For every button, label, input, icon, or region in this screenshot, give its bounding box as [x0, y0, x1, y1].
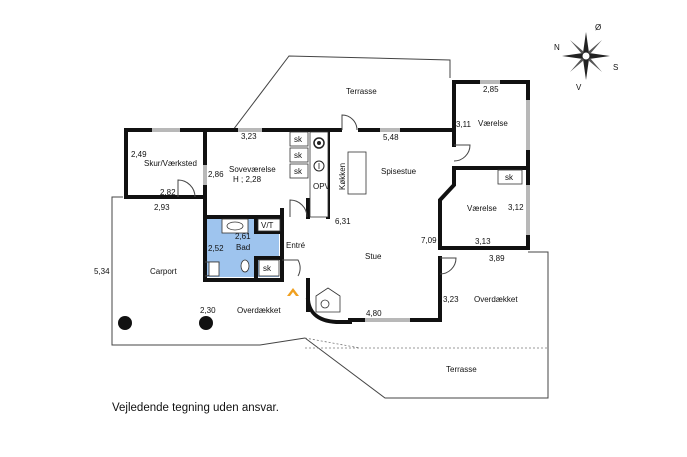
dimension-label: 2,61 [235, 232, 251, 241]
dimension-label: 7,09 [421, 236, 437, 245]
room-label-vaerelse-1: Værelse [478, 119, 508, 128]
dimension-label: 4,80 [366, 309, 382, 318]
room-label-skur: Skur/Værksted [144, 159, 197, 168]
dimension-label: 3,89 [489, 254, 505, 263]
toilet-icon [240, 259, 250, 273]
wood-stove-icon [315, 287, 341, 313]
dimension-label: 2,82 [160, 188, 176, 197]
dimension-label: 3,13 [475, 237, 491, 246]
fixture-label-opv: OPV [313, 182, 331, 191]
dimension-label: 3,12 [508, 203, 524, 212]
compass-east-label: S [613, 63, 618, 72]
room-label-entre: Entré [286, 241, 306, 250]
room-label-terrasse-bottom: Terrasse [446, 365, 477, 374]
room-label-carport: Carport [150, 267, 177, 276]
doors [177, 114, 471, 277]
dimension-label: 3,11 [456, 120, 472, 129]
fixture-label-sk: sk [263, 264, 272, 273]
fixture-label-sk: sk [294, 167, 303, 176]
room-label-overdaekket-left: Overdækket [237, 306, 281, 315]
dimension-label: 2,52 [208, 244, 224, 253]
dimension-label: 2,85 [483, 85, 499, 94]
entrance-arrow-icon [287, 288, 299, 296]
dimension-label: 5,48 [383, 133, 399, 142]
compass-west-label: N [554, 43, 560, 52]
compass-north-label: Ø [595, 23, 601, 32]
room-label-stue: Stue [365, 252, 382, 261]
walls [124, 80, 530, 324]
site-outlines [111, 55, 549, 399]
dimension-label: 6,31 [335, 217, 351, 226]
fixture-label-sk: sk [505, 173, 514, 182]
room-label-overdaekket-right: Overdækket [474, 295, 518, 304]
room-label-sovevaerelse-height: H ; 2,28 [233, 175, 262, 184]
room-label-sovevaerelse: Soveværelse [229, 165, 276, 174]
bathroom-fixtures [208, 218, 281, 277]
compass-rose-icon [562, 32, 610, 80]
room-label-vaerelse-2: Værelse [467, 204, 497, 213]
dimension-label: 2,49 [131, 150, 147, 159]
disclaimer-caption: Vejledende tegning uden ansvar. [112, 402, 279, 414]
room-label-bad: Bad [236, 243, 250, 252]
room-label-spisestue: Spisestue [381, 167, 417, 176]
washbasin-icon [226, 221, 244, 231]
dimension-label: 5,34 [94, 267, 110, 276]
dimension-label: 3,23 [443, 295, 459, 304]
dimension-label: 2,93 [154, 203, 170, 212]
compass-south-label: V [576, 83, 582, 92]
fixture-label-sk: sk [294, 151, 303, 160]
dimension-label: 2,30 [200, 306, 216, 315]
fixture-label-vt: V/T [261, 221, 274, 230]
room-label-terrasse-top: Terrasse [346, 87, 377, 96]
carport-post-icon [118, 316, 132, 330]
fixture-label-sk: sk [294, 135, 303, 144]
dimension-label: 2,86 [208, 170, 224, 179]
windows [152, 80, 530, 322]
kitchen-fixtures [258, 131, 523, 277]
room-label-koekken: Køkken [338, 163, 347, 190]
carport-post-icon [199, 316, 213, 330]
dimension-label: 3,23 [241, 132, 257, 141]
